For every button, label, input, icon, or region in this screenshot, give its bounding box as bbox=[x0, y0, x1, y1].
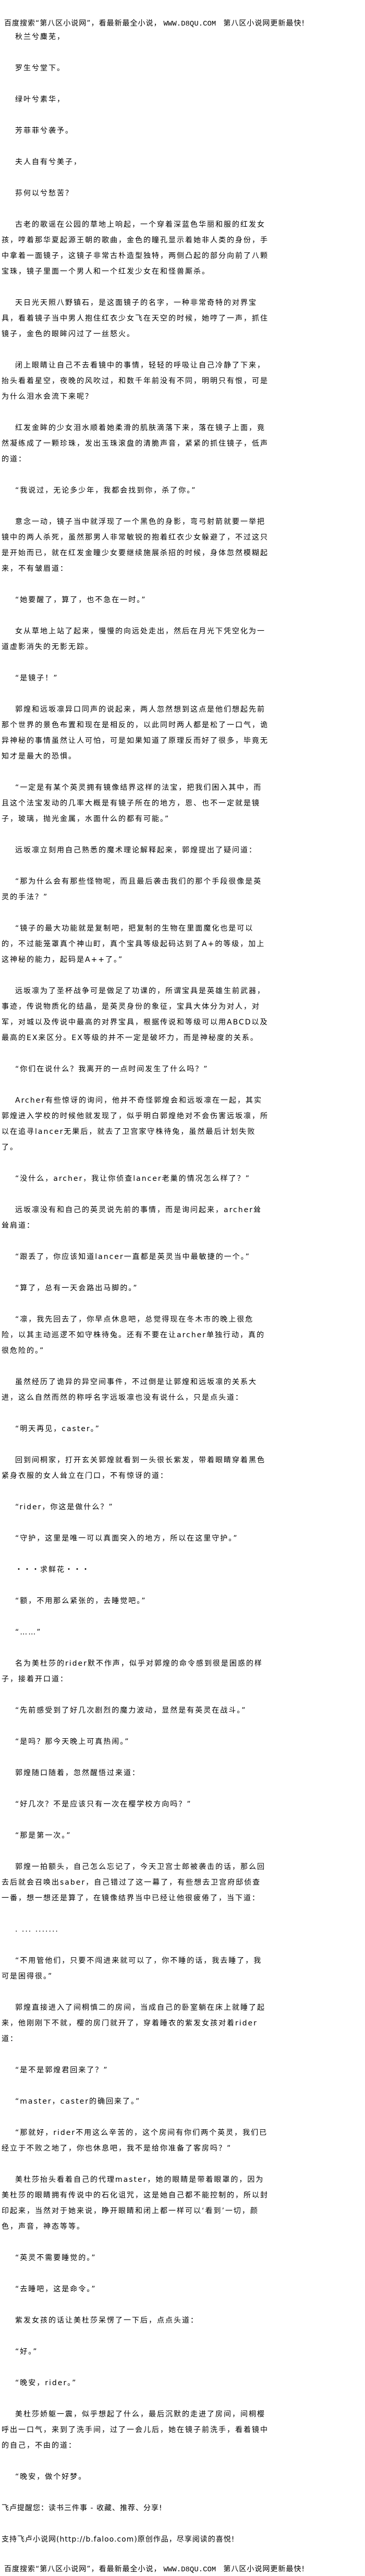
paragraph: “明天再见，caster。” bbox=[15, 1425, 100, 1433]
bottom-banner: 百度搜索“第八区小说网”，看最新最全小说，WWW.D8QU.COM 第八区小说网更… bbox=[4, 2563, 365, 2576]
paragraph: “守护，这里是唯一可以真面突入的地方，所以在这里守护。” bbox=[15, 1534, 238, 1543]
paragraph: “你们在说什么？我离开的一点时间发生了什么吗？” bbox=[15, 1065, 209, 1073]
paragraph: “镜子的最大功能就是复制吧，把复制的生物在里面魔化也是可以的，不过能笼罩真个神山… bbox=[2, 924, 265, 964]
paragraph: 虽然经历了诡异的异空间事件，不过倒是让郭煌和远坂凛的关系大进，这么自然而然的称呼… bbox=[2, 1378, 257, 1402]
paragraph: “跟丢了，你应该知道lancer一直都是英灵当中最敏捷的一个。” bbox=[15, 1253, 250, 1261]
paragraph: “晚安，rider。” bbox=[15, 2379, 77, 2387]
paragraph: “好。” bbox=[15, 2348, 38, 2356]
paragraph: 名为美杜莎的rider默不作声，似乎对郭煌的命令感到很是困惑的样子，接着开口道： bbox=[2, 1659, 263, 1683]
footer: 飞卢提醒您：读书三件事 - 收藏、推荐、分享! 支持飞卢小说网(http://b… bbox=[2, 2500, 365, 2547]
paragraph: “那是第一次。” bbox=[15, 1832, 71, 1840]
paragraph: ・・・求鲜花・・・ bbox=[15, 1566, 90, 1574]
paragraph: 红发金眸的少女泪水顺着她柔滑的肌肤滴落下来，落在镜子上面，竟然凝练成了一颗珍珠，… bbox=[2, 424, 269, 463]
paragraph: 郭煌和远坂凛异口同声的说起来，两人忽然想到这点是他们想起先前那个世界的景色布置和… bbox=[2, 705, 269, 761]
paragraph: 意念一动，镜子当中就浮现了一个黑色的身影，弯弓射箭就要一举把镜中的两人杀死，虽然… bbox=[2, 518, 269, 573]
paragraph: “没什么，archer，我让你侦查lancer老巢的情况怎么样了？” bbox=[15, 1175, 250, 1183]
paragraph: 秋兰兮麋芜， bbox=[15, 33, 65, 41]
paragraph: “先前感受到了好几次剧烈的魔力波动，显然是有英灵在战斗。” bbox=[15, 1706, 247, 1715]
paragraph: “额，不用那么紧张的，去睡觉吧。” bbox=[15, 1597, 147, 1605]
chapter-content: 秋兰兮麋芜， 罗生兮堂下。绿叶兮素华， 芳菲菲兮袭予。夫人自有兮美子， 荪何以兮愁苦？… bbox=[2, 29, 269, 2485]
paragraph: “去睡吧，这是命令。” bbox=[15, 2285, 96, 2293]
paragraph: “那就好，rider不用这么辛苦的，这个房间有你们两个英灵，我们已经立于不败之地… bbox=[2, 2129, 268, 2153]
banner-tail: 第八区小说网更新最快! bbox=[223, 19, 305, 28]
paragraph: 美杜莎抬头看着自己的代理master，她的眼睛是带着眼罩的，因为美杜莎的眼睛拥有… bbox=[2, 2176, 269, 2231]
paragraph: 天日光天照八野镇石，是这面镜子的名字，一种非常奇特的对界宝具，看着镜子当中男人抱… bbox=[2, 299, 269, 338]
site-url-link[interactable]: WWW.D8QU.COM bbox=[163, 2566, 216, 2574]
paragraph: Archer有些惊讶的询问，他并不奇怪郭煌会和远坂凛在一起，其实郭煌进入学校的时… bbox=[2, 1096, 269, 1152]
paragraph: 紫发女孩的话让美杜莎呆愣了一下后，点点头道： bbox=[15, 2316, 199, 2325]
paragraph: 女从草地上站了起来，慢慢的向远处走出，然后在月光下凭空化为一道虚影消失的无影无踪… bbox=[2, 627, 265, 651]
paragraph: 郭煌直接进入了间桐慎二的房间，当成自己的卧室躺在床上就睡了起来，他刚刚下不就，樱… bbox=[2, 2004, 265, 2043]
paragraph: “英灵不需要睡觉的。” bbox=[15, 2254, 96, 2262]
paragraph: “rider，你这是做什么？” bbox=[15, 1503, 114, 1511]
footer-reminder: 飞卢提醒您：读书三件事 - 收藏、推荐、分享! bbox=[2, 2504, 163, 2512]
paragraph: . ... ....... bbox=[15, 1925, 59, 1934]
paragraph: “是吗？那今天晚上可真热闹。” bbox=[15, 1738, 130, 1746]
paragraph: 郭煌随口随着，忽然醒悟过来道： bbox=[15, 1769, 140, 1777]
banner-text: 百度搜索“第八区小说网”，看最新最全小说， bbox=[4, 2565, 162, 2573]
paragraph: 闭上眼睛让自己不去看镜中的事情，轻轻的呼吸让自己冷静了下来，抬头看着星空，夜晚的… bbox=[2, 361, 269, 401]
paragraph: 芳菲菲兮袭予。 bbox=[15, 127, 74, 135]
paragraph: “我说过，无论多少年，我都会找到你，杀了你。” bbox=[15, 486, 197, 495]
paragraph: 郭煌一拍额头，自己怎么忘记了，今天卫宫士郎被袭击的话，那么回去后就会召唤出sab… bbox=[2, 1863, 265, 1902]
paragraph: “是不是郭煌君回来了？” bbox=[15, 2066, 108, 2074]
paragraph: 美杜莎娇躯一震，似乎想起了什么，最后沉默的走进了房间，间桐樱呼出一口气，来到了洗… bbox=[2, 2410, 269, 2450]
paragraph: 远坂凛立刻用自己熟悉的魔术理论解释起来，郭煌提出了疑问道： bbox=[15, 846, 257, 854]
paragraph: “master，caster的确回来了。” bbox=[15, 2097, 141, 2106]
paragraph: 绿叶兮素华， bbox=[15, 95, 65, 104]
banner-text: 百度搜索“第八区小说网”，看最新最全小说， bbox=[4, 19, 162, 28]
top-banner: 百度搜索“第八区小说网”，看最新最全小说，WWW.D8QU.COM 第八区小说网更… bbox=[4, 17, 365, 30]
paragraph: 回到间桐家，打开玄关郭煌就看到一头很长紫发，带着眼睛穿着黑色紧身衣服的女人耸立在… bbox=[2, 1456, 265, 1480]
paragraph: 荪何以兮愁苦？ bbox=[15, 189, 74, 198]
paragraph: 古老的歌谣在公园的草地上响起，一个穿着深蓝色华丽和服的红发女孩，哼着那华夏起源王… bbox=[2, 221, 269, 276]
paragraph: “一定是有某个英灵拥有镜像结界这样的法宝，把我们困入其中，而且这个法宝发动的几率… bbox=[2, 784, 262, 823]
paragraph: “不用管他们，只要不闯进来就可以了，你不睡的话，我去睡了，我可是困得很。” bbox=[2, 1957, 262, 1981]
paragraph: “是镜子！” bbox=[15, 674, 58, 682]
paragraph: “凛，我先回去了，你早点休息吧，总觉得现在冬木市的晚上很危险，以其主动巡逻不如守… bbox=[2, 1315, 265, 1355]
paragraph: “算了，总有一天会路出马脚的。” bbox=[15, 1284, 138, 1292]
paragraph: 罗生兮堂下。 bbox=[15, 64, 65, 72]
banner-tail: 第八区小说网更新最快! bbox=[223, 2565, 305, 2573]
footer-support-link[interactable]: 支持飞卢小说网(http://b.faloo.com)原创作品，尽享阅读的喜悦! bbox=[2, 2535, 235, 2544]
paragraph: 远坂凛没有和自己的英灵说先前的事情，而是询问起来，archer耸耸肩道： bbox=[2, 1206, 262, 1230]
paragraph: 远坂凛为了圣杯战争可是做足了功课的，所谓宝具是英雄生前武器，事迹，传说物质化的结… bbox=[2, 987, 269, 1042]
paragraph: “她要醒了，算了，也不急在一时。” bbox=[15, 596, 147, 604]
paragraph: “那为什么会有那些怪物呢，而且最后袭击我们的那个手段很像是英灵的手法？” bbox=[2, 877, 262, 901]
paragraph: “……” bbox=[15, 1628, 42, 1637]
paragraph: “晚安，做个好梦。 bbox=[15, 2473, 87, 2481]
paragraph: “好几次？不是应该只有一次在樱学校方向吗？” bbox=[15, 1800, 192, 1809]
paragraph: 夫人自有兮美子， bbox=[15, 158, 82, 166]
site-url-link[interactable]: WWW.D8QU.COM bbox=[163, 20, 216, 28]
